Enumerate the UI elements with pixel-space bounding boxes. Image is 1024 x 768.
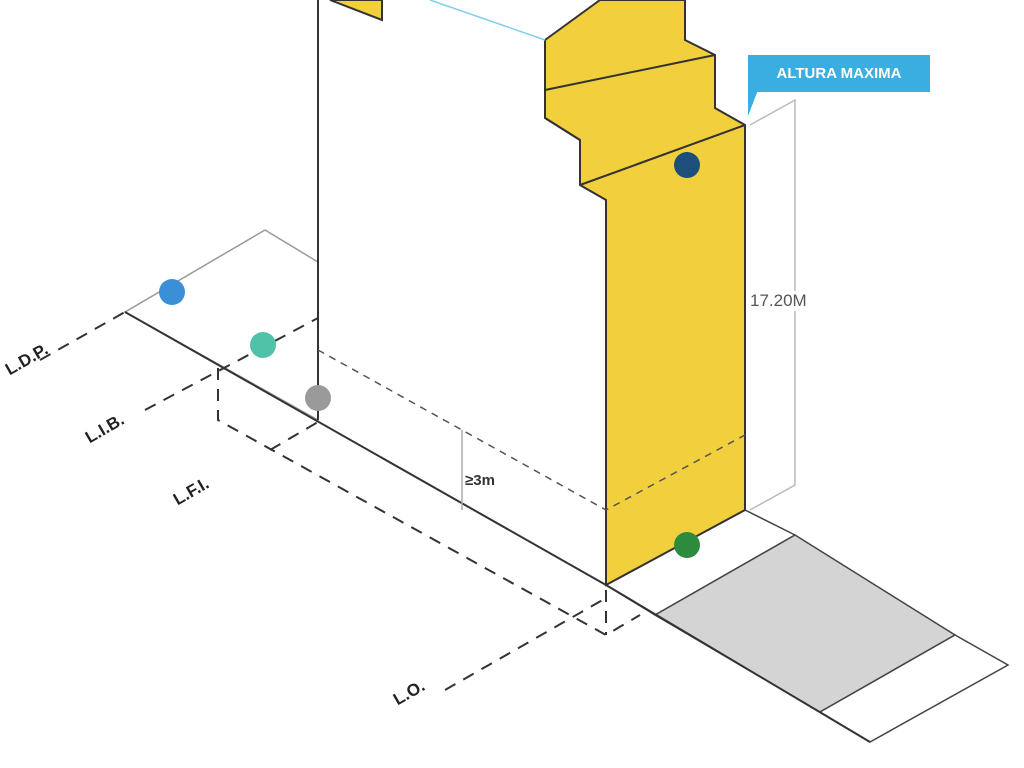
upper-block bbox=[329, 0, 383, 22]
setback-step bbox=[579, 124, 746, 186]
building-facade bbox=[544, 0, 746, 587]
navy-marker bbox=[674, 152, 700, 178]
roof-edge bbox=[429, 0, 546, 41]
gray-marker bbox=[305, 385, 331, 411]
blue-marker bbox=[159, 279, 185, 305]
callout-pointer bbox=[748, 90, 758, 116]
height-dimension-label: 17.20M bbox=[750, 291, 807, 311]
teal-marker bbox=[250, 332, 276, 358]
green-marker bbox=[674, 532, 700, 558]
front-base bbox=[605, 584, 871, 743]
reference-lines bbox=[39, 311, 746, 691]
lot-ground bbox=[123, 229, 319, 422]
building-base bbox=[124, 311, 607, 586]
setback-step bbox=[544, 54, 716, 91]
setback-step bbox=[544, 117, 581, 141]
clearance-label: ≥3m bbox=[465, 472, 495, 489]
max-height-callout: ALTURA MAXIMA bbox=[748, 55, 930, 92]
